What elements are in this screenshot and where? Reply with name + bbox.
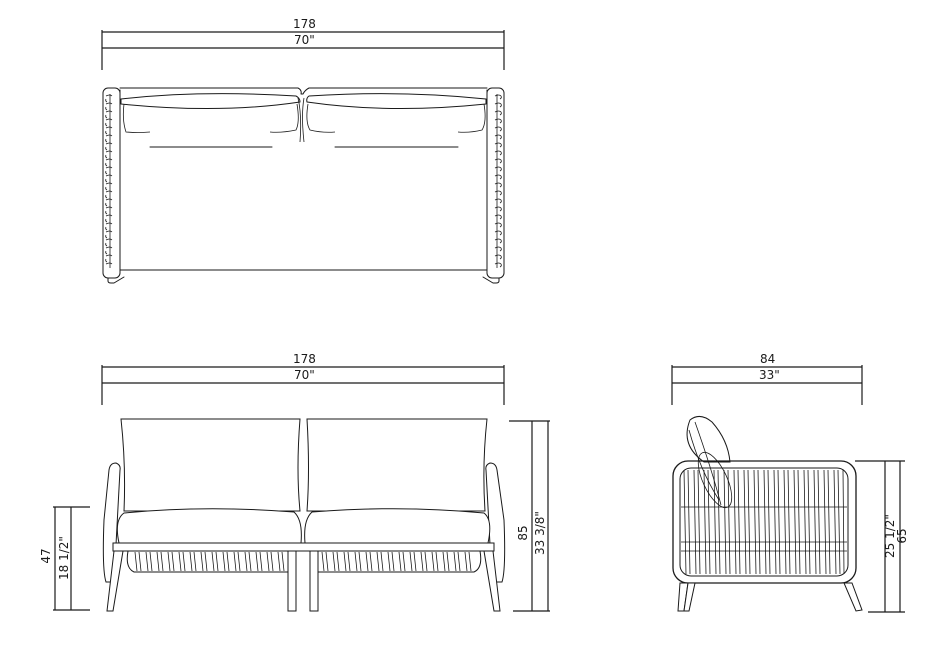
top-width-cm-label: 178	[293, 17, 316, 31]
top-view-dimension-lines	[101, 30, 505, 70]
front-width-in-label: 70"	[294, 368, 315, 382]
front-view-dimension-lines	[53, 365, 550, 612]
front-view	[102, 418, 506, 612]
side-depth-cm-label: 84	[760, 352, 776, 366]
seat-height-in-label: 18 1/2"	[57, 536, 71, 580]
seat-height-cm-label: 47	[39, 548, 53, 564]
underseat-slats-left	[134, 551, 285, 572]
side-view	[672, 416, 863, 612]
weave-pattern-right	[494, 94, 502, 268]
total-height-cm-label: 85	[516, 525, 530, 541]
total-height-in-label: 33 3/8"	[533, 511, 547, 555]
side-view-dimension-lines	[671, 365, 905, 613]
side-weave-cords	[683, 469, 845, 575]
arm-height-cm-label: 65	[895, 528, 909, 544]
top-view	[102, 87, 505, 284]
top-width-in-label: 70"	[294, 33, 315, 47]
side-depth-in-label: 33"	[759, 368, 780, 382]
weave-pattern-left	[105, 94, 113, 265]
underseat-slats-right	[321, 551, 472, 572]
front-width-cm-label: 178	[293, 352, 316, 366]
